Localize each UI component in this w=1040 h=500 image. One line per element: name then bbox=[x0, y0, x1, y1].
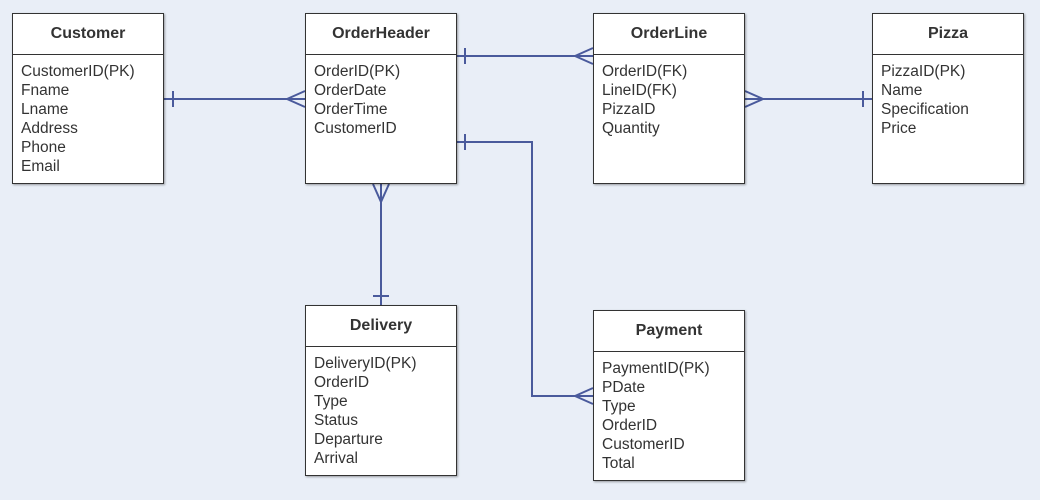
attribute: PaymentID(PK) bbox=[602, 360, 710, 377]
attribute: OrderID(PK) bbox=[314, 63, 401, 80]
attribute: PizzaID bbox=[602, 101, 656, 118]
attribute: Departure bbox=[314, 431, 383, 448]
attribute: Price bbox=[881, 120, 917, 137]
attribute: Quantity bbox=[602, 120, 660, 137]
attribute-list: DeliveryID(PK) OrderID Type Status Depar… bbox=[306, 347, 456, 468]
attribute: Lname bbox=[21, 101, 69, 118]
entity-customer[interactable]: Customer CustomerID(PK) Fname Lname Addr… bbox=[12, 13, 164, 184]
entity-title: Customer bbox=[13, 14, 163, 55]
attribute-list: PizzaID(PK) Name Specification Price bbox=[873, 55, 1023, 138]
attribute: OrderID(FK) bbox=[602, 63, 688, 80]
attribute-list: CustomerID(PK) Fname Lname Address Phone… bbox=[13, 55, 163, 176]
attribute: Address bbox=[21, 120, 78, 137]
attribute: Type bbox=[314, 393, 348, 410]
entity-title: OrderHeader bbox=[306, 14, 456, 55]
many-marker-orderheader-delivery bbox=[372, 183, 390, 203]
entity-orderline[interactable]: OrderLine OrderID(FK) LineID(FK) PizzaID… bbox=[593, 13, 745, 184]
attribute: CustomerID(PK) bbox=[21, 63, 135, 80]
attribute: PizzaID(PK) bbox=[881, 63, 966, 80]
attribute: Phone bbox=[21, 139, 66, 156]
attribute: Arrival bbox=[314, 450, 358, 467]
attribute: Type bbox=[602, 398, 636, 415]
many-marker-orderheader bbox=[286, 90, 306, 108]
attribute: OrderTime bbox=[314, 101, 388, 118]
entity-delivery[interactable]: Delivery DeliveryID(PK) OrderID Type Sta… bbox=[305, 305, 457, 476]
attribute: LineID(FK) bbox=[602, 82, 677, 99]
attribute: OrderDate bbox=[314, 82, 387, 99]
entity-title: Pizza bbox=[873, 14, 1023, 55]
attribute: Fname bbox=[21, 82, 70, 99]
attribute: PDate bbox=[602, 379, 646, 396]
attribute: Specification bbox=[881, 101, 969, 118]
entity-title: Payment bbox=[594, 311, 744, 352]
entity-title: OrderLine bbox=[594, 14, 744, 55]
entity-pizza[interactable]: Pizza PizzaID(PK) Name Specification Pri… bbox=[872, 13, 1024, 184]
attribute: Name bbox=[881, 82, 923, 99]
attribute: OrderID bbox=[602, 417, 658, 434]
attribute: DeliveryID(PK) bbox=[314, 355, 417, 372]
attribute: CustomerID bbox=[314, 120, 397, 137]
many-marker-payment bbox=[574, 387, 594, 405]
attribute: CustomerID bbox=[602, 436, 685, 453]
entity-orderheader[interactable]: OrderHeader OrderID(PK) OrderDate OrderT… bbox=[305, 13, 457, 184]
attribute: OrderID bbox=[314, 374, 370, 391]
attribute-list: OrderID(PK) OrderDate OrderTime Customer… bbox=[306, 55, 456, 138]
attribute: Email bbox=[21, 158, 60, 175]
entity-title: Delivery bbox=[306, 306, 456, 347]
attribute-list: PaymentID(PK) PDate Type OrderID Custome… bbox=[594, 352, 744, 473]
attribute-list: OrderID(FK) LineID(FK) PizzaID Quantity bbox=[594, 55, 744, 138]
entity-payment[interactable]: Payment PaymentID(PK) PDate Type OrderID… bbox=[593, 310, 745, 481]
many-marker-orderline-pizza bbox=[744, 90, 764, 108]
many-marker-orderline bbox=[574, 47, 594, 65]
attribute: Status bbox=[314, 412, 358, 429]
relationship-orderheader-payment bbox=[457, 141, 593, 397]
attribute: Total bbox=[602, 455, 635, 472]
